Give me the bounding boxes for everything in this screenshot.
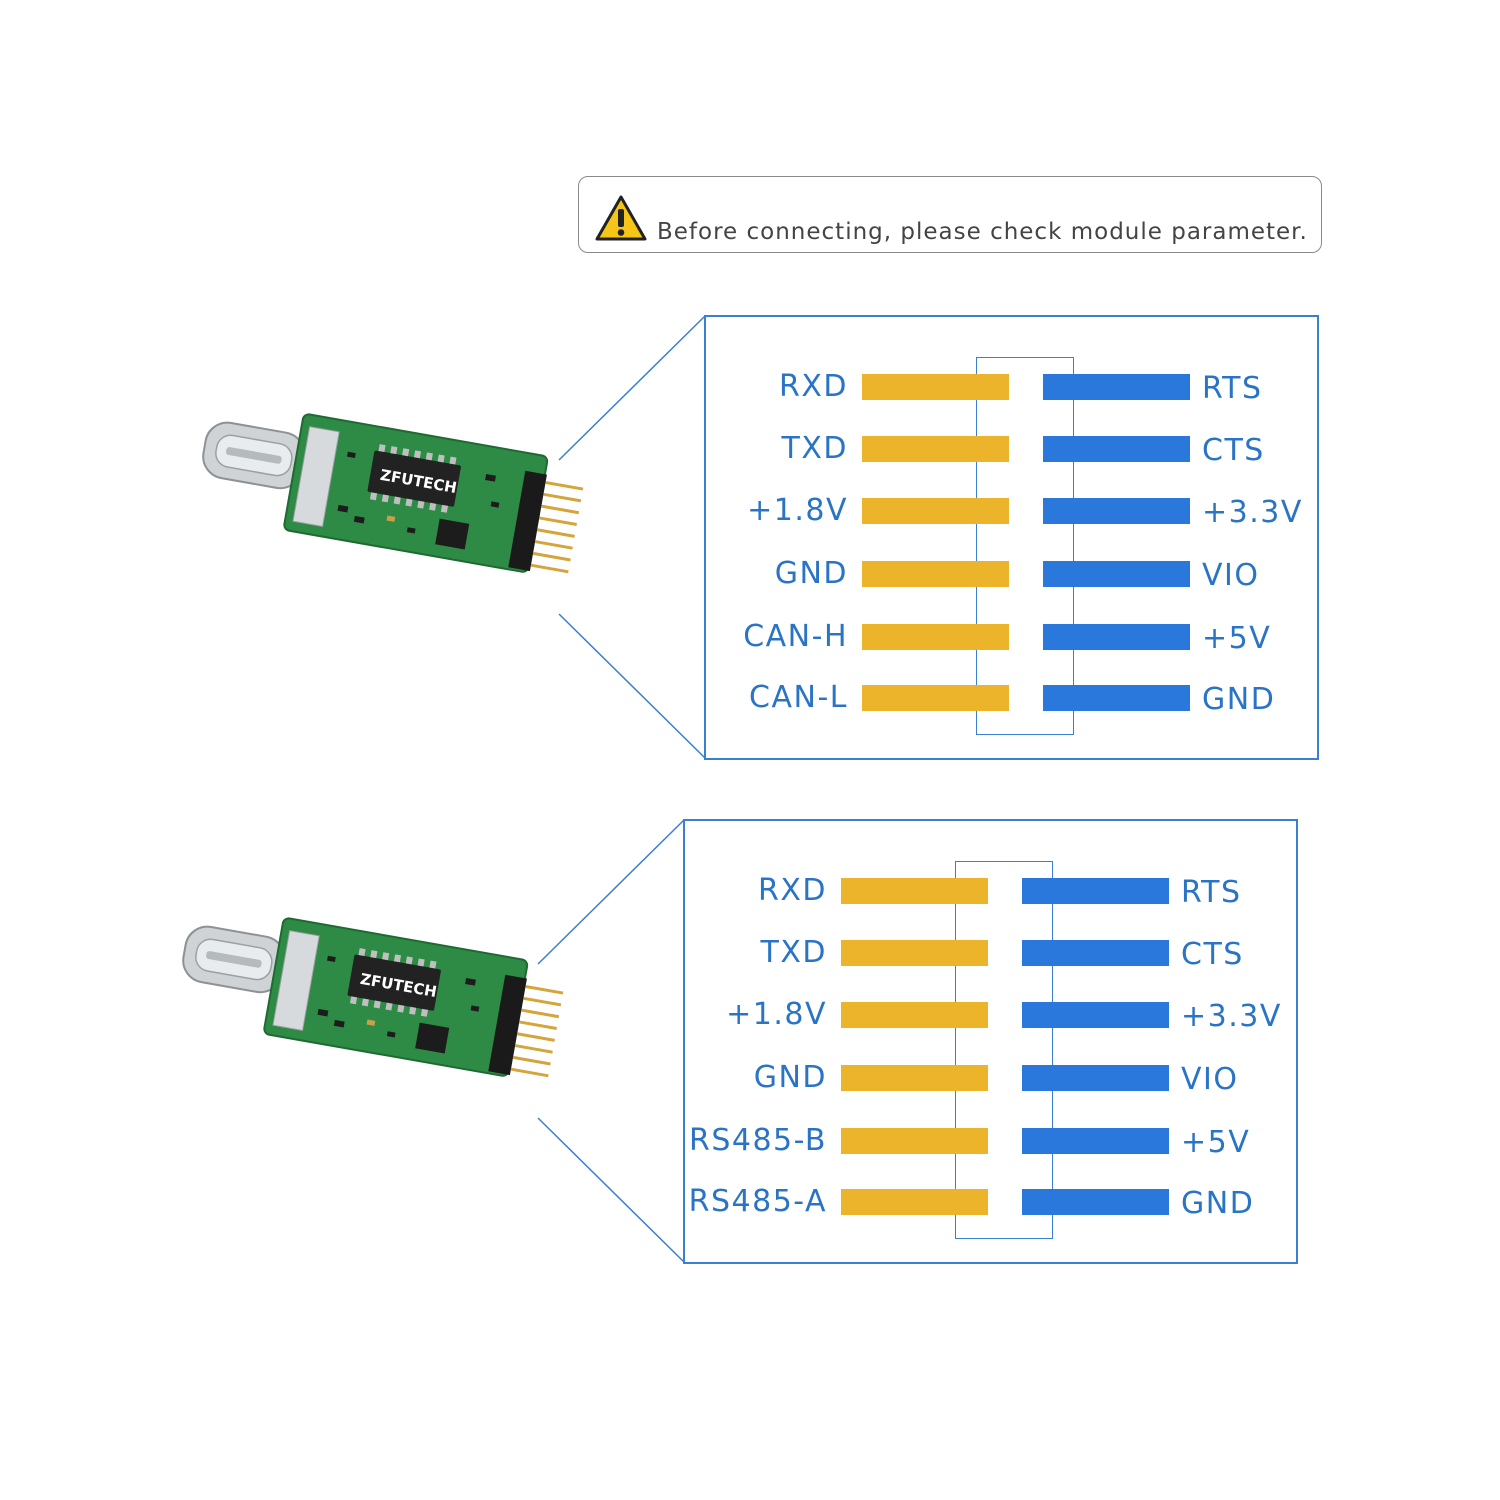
pin-label-right: GND <box>1181 1186 1255 1221</box>
pin-label-right: VIO <box>1181 1062 1239 1097</box>
pin-bar-right <box>1043 436 1190 462</box>
pin-label-left: +1.8V <box>726 997 827 1032</box>
pin-bar-left <box>841 1128 988 1154</box>
pin-label-right: VIO <box>1202 558 1260 593</box>
pin-bar-left <box>862 374 1009 400</box>
pin-bar-right <box>1022 940 1169 966</box>
pin-bar-left <box>862 436 1009 462</box>
pin-label-right: +5V <box>1202 621 1272 656</box>
notice-box: Before connecting, please check module p… <box>578 176 1322 253</box>
pin-bar-right <box>1043 561 1190 587</box>
pin-bar-left <box>841 1189 988 1215</box>
pin-label-left: CAN-L <box>749 680 848 715</box>
pin-label-right: CTS <box>1181 937 1244 972</box>
pin-bar-left <box>862 685 1009 711</box>
pin-divider <box>976 357 1074 735</box>
pinout-box <box>683 819 1298 1264</box>
pin-bar-left <box>841 1002 988 1028</box>
pin-label-left: RS485-A <box>688 1184 827 1219</box>
callout-lines <box>558 315 706 759</box>
pin-bar-right <box>1043 685 1190 711</box>
pin-label-right: +3.3V <box>1181 999 1282 1034</box>
pin-label-left: GND <box>774 556 848 591</box>
pin-bar-left <box>862 498 1009 524</box>
notice-text: Before connecting, please check module p… <box>657 219 1308 245</box>
pin-label-left: RS485-B <box>689 1123 827 1158</box>
pin-bar-left <box>862 624 1009 650</box>
pin-bar-right <box>1022 1002 1169 1028</box>
pin-bar-left <box>841 940 988 966</box>
pin-label-right: RTS <box>1181 875 1242 910</box>
pin-bar-right <box>1022 1128 1169 1154</box>
pin-label-left: TXD <box>781 431 848 466</box>
pin-label-left: +1.8V <box>747 493 848 528</box>
pin-label-right: CTS <box>1202 433 1265 468</box>
module-section-1: ZFUTECH RXD RTS TXD CTS +1.8V +3.3V GND VIO CAN-… <box>0 0 1500 760</box>
pin-bar-right <box>1022 878 1169 904</box>
pin-label-left: GND <box>753 1060 827 1095</box>
pin-bar-right <box>1043 498 1190 524</box>
pin-bar-right <box>1022 1189 1169 1215</box>
pin-label-left: RXD <box>779 369 848 404</box>
pin-label-right: RTS <box>1202 371 1263 406</box>
callout-lines <box>537 819 685 1263</box>
pin-bar-right <box>1043 624 1190 650</box>
pin-label-left: RXD <box>758 873 827 908</box>
pin-label-left: TXD <box>760 935 827 970</box>
module-section-2: ZFUTECH RXD RTS TXD CTS +1.8V +3.3V GND VIO RS48… <box>0 504 1500 1264</box>
pin-bar-right <box>1043 374 1190 400</box>
pinout-box <box>704 315 1319 760</box>
pin-label-right: +3.3V <box>1202 495 1303 530</box>
pin-bar-left <box>841 1065 988 1091</box>
usb-module-board: ZFUTECH <box>202 413 584 574</box>
pin-bar-right <box>1022 1065 1169 1091</box>
pin-bar-left <box>862 561 1009 587</box>
pin-divider <box>955 861 1053 1239</box>
usb-module-board: ZFUTECH <box>182 917 564 1078</box>
pin-label-right: +5V <box>1181 1125 1251 1160</box>
pin-label-right: GND <box>1202 682 1276 717</box>
pin-label-left: CAN-H <box>743 619 848 654</box>
warning-icon <box>595 195 647 241</box>
pin-bar-left <box>841 878 988 904</box>
